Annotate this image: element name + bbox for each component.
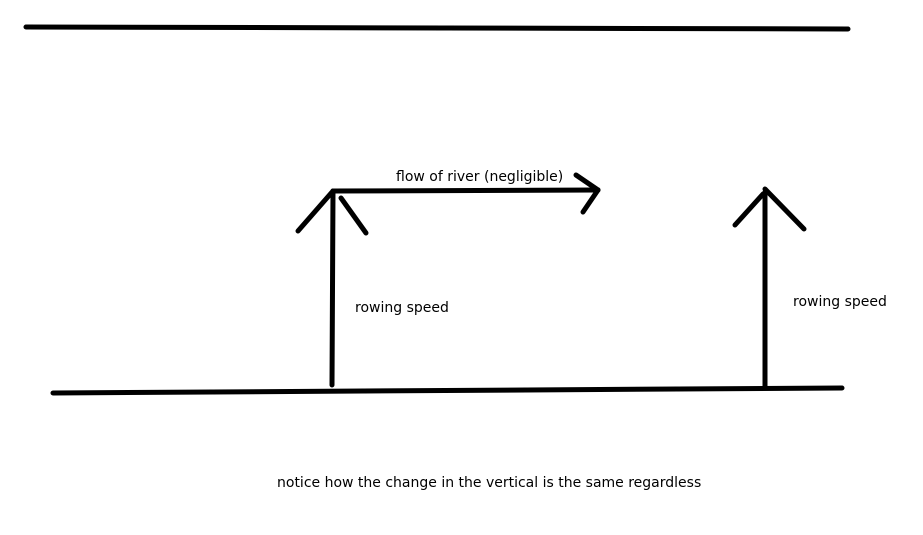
flow-label: flow of river (negligible) <box>396 169 563 185</box>
flow-arrow-shaft <box>330 187 601 194</box>
rowing-speed-label-right: rowing speed <box>793 294 887 310</box>
flow-arrow-head-top <box>573 172 601 193</box>
rowing-arrow-left-shaft <box>329 188 336 388</box>
flow-arrow <box>330 172 601 215</box>
rowing-arrow-left <box>295 188 369 388</box>
river-bank-top <box>23 24 851 32</box>
rowing-arrow-left-head-right <box>338 195 369 236</box>
rowing-speed-label-left: rowing speed <box>355 300 449 316</box>
rowing-arrow-right-head-right <box>762 186 807 232</box>
flow-arrow-head-bottom <box>580 187 601 215</box>
rowing-arrow-right <box>732 186 807 389</box>
river-bank-bottom <box>50 385 845 396</box>
rowing-arrow-right-head-left <box>732 191 766 228</box>
rowing-arrow-left-head-left <box>295 188 336 234</box>
caption-note: notice how the change in the vertical is… <box>277 475 701 491</box>
